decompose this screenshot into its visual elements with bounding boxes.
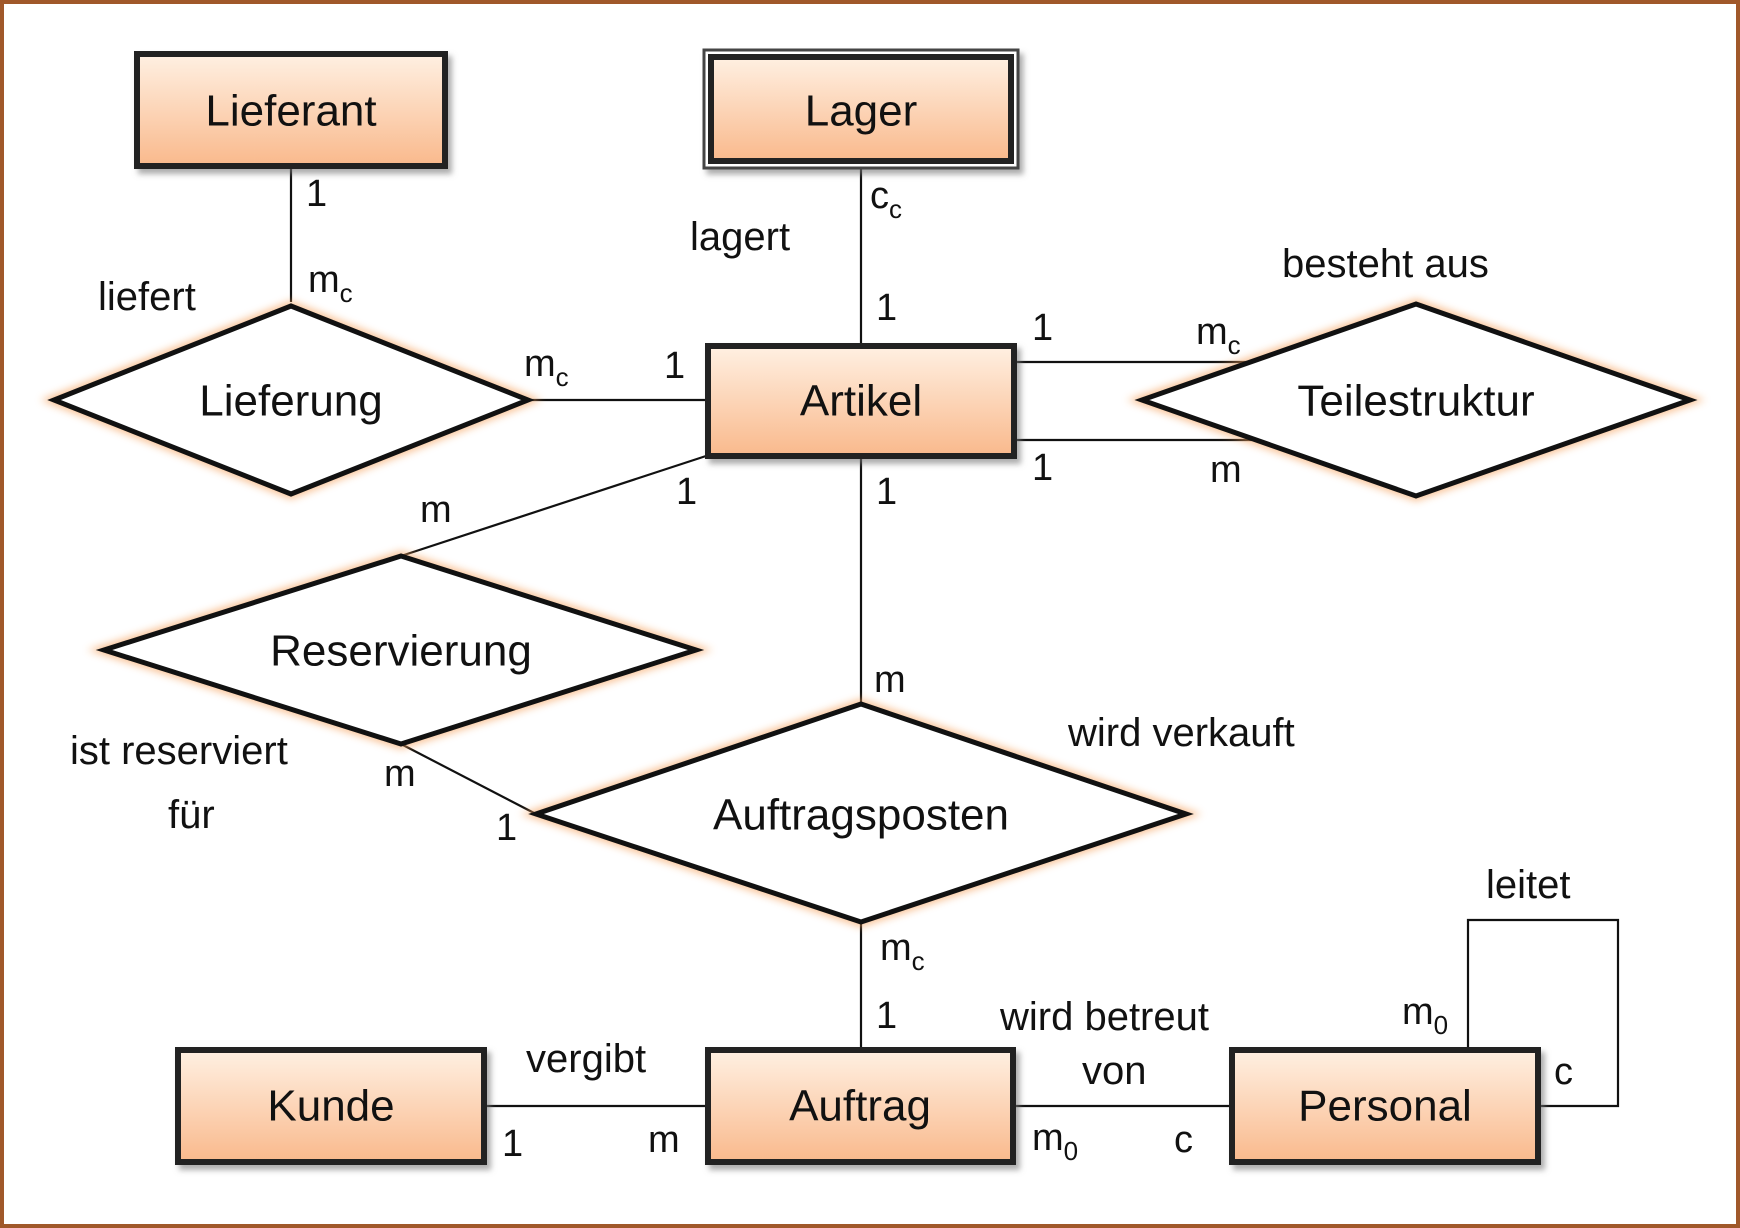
card-posten-reservierung-1: 1 <box>496 807 517 849</box>
card-personal-auftrag-c: c <box>1174 1119 1193 1161</box>
relationship-lieferung: Lieferung <box>40 300 542 500</box>
label-wird-betreut: wird betreut <box>999 995 1209 1039</box>
card-lieferant-1: 1 <box>306 173 327 215</box>
entity-name-artikel: Artikel <box>800 377 922 426</box>
entity-name-lieferant: Lieferant <box>205 87 376 136</box>
line-reservierung-auftragsposten <box>400 743 537 815</box>
card-leitet-m0: m0 <box>1402 991 1448 1040</box>
cardinality-labels: 1 mc mc 1 cc 1 1 mc 1 m m 1 1 m m 1 mc 1… <box>306 173 1573 1166</box>
card-artikel-reservierung-1: 1 <box>676 471 697 513</box>
line-personal-leitet-loop <box>1466 918 1620 1108</box>
card-artikel-lager-1: 1 <box>876 287 897 329</box>
label-liefert: liefert <box>98 275 196 319</box>
connector-lines <box>289 166 1620 1108</box>
entity-lieferant: Lieferant <box>134 51 448 169</box>
entity-name-personal: Personal <box>1298 1082 1472 1131</box>
card-artikel-posten-1: 1 <box>876 471 897 513</box>
card-artikel-lieferung-1: 1 <box>664 345 685 387</box>
line-artikel-reservierung <box>400 454 707 558</box>
card-reservierung-artikel-m: m <box>420 489 452 531</box>
card-auftrag-personal-m0: m0 <box>1032 1117 1078 1166</box>
card-lieferung-artikel-mc: mc <box>524 343 569 392</box>
card-reservierung-posten-m: m <box>384 753 416 795</box>
card-teile-top-mc: mc <box>1196 311 1241 360</box>
card-teile-bottom-1: 1 <box>1032 447 1053 489</box>
card-leitet-c: c <box>1554 1051 1573 1093</box>
label-besteht-aus: besteht aus <box>1282 242 1489 286</box>
card-posten-auftrag-mc: mc <box>880 927 925 976</box>
card-teile-bottom-m: m <box>1210 449 1242 491</box>
card-auftrag-posten-1: 1 <box>876 995 897 1037</box>
label-lagert: lagert <box>690 215 790 259</box>
entity-name-kunde: Kunde <box>267 1082 394 1131</box>
card-auftrag-kunde-m: m <box>648 1119 680 1161</box>
card-kunde-auftrag-1: 1 <box>502 1123 523 1165</box>
relationship-auftragsposten: Auftragsposten <box>520 698 1202 928</box>
entity-name-lager: Lager <box>805 87 918 136</box>
label-ist-reserviert: ist reserviert <box>70 729 288 773</box>
card-posten-artikel-m: m <box>874 659 906 701</box>
relationship-teilestruktur: Teilestruktur <box>1126 298 1706 502</box>
entity-personal: Personal <box>1229 1047 1541 1165</box>
role-labels: liefert lagert besteht aus ist reservier… <box>70 215 1571 1093</box>
label-wird-verkauft: wird verkauft <box>1067 711 1295 755</box>
label-von: von <box>1082 1049 1147 1093</box>
entity-auftrag: Auftrag <box>705 1047 1016 1165</box>
entity-artikel: Artikel <box>705 343 1017 459</box>
relationship-reservierung: Reservierung <box>87 550 713 750</box>
relationship-name-teilestruktur: Teilestruktur <box>1297 377 1534 426</box>
entity-lager: Lager <box>702 48 1020 170</box>
label-fuer: für <box>168 793 215 837</box>
relationship-name-lieferung: Lieferung <box>199 377 382 426</box>
entity-kunde: Kunde <box>175 1047 487 1165</box>
label-vergibt: vergibt <box>526 1037 646 1081</box>
card-teile-top-1: 1 <box>1032 307 1053 349</box>
card-lieferung-mc-top: mc <box>308 259 353 308</box>
card-lager-cc: cc <box>870 175 902 224</box>
entity-name-auftrag: Auftrag <box>789 1082 931 1131</box>
relationship-name-reservierung: Reservierung <box>270 627 532 676</box>
label-leitet: leitet <box>1486 863 1571 907</box>
relationship-name-auftragsposten: Auftragsposten <box>713 791 1009 840</box>
